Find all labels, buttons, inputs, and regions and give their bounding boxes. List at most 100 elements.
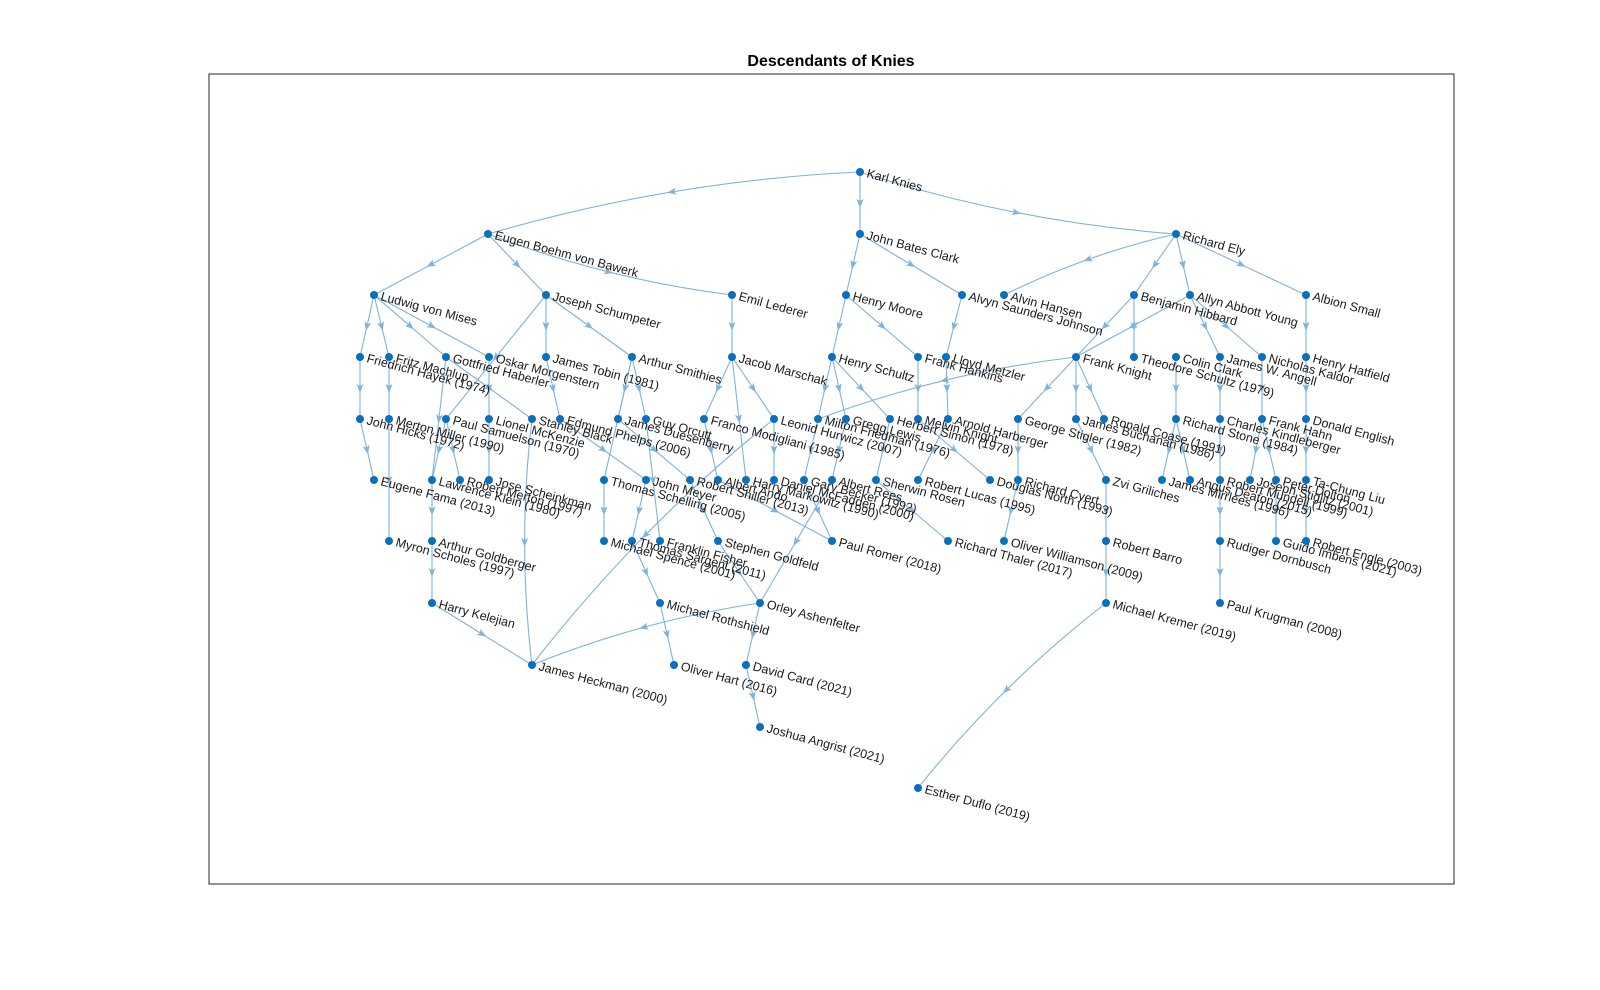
node-schumpeter[interactable] <box>542 291 550 299</box>
node-donald-english[interactable] <box>1302 415 1310 423</box>
node-kremer[interactable] <box>1102 599 1110 607</box>
node-goldberger[interactable] <box>428 537 436 545</box>
node-colin-clark[interactable] <box>1172 353 1180 361</box>
node-john-meyer[interactable] <box>642 476 650 484</box>
node-melvin-knight[interactable] <box>914 415 922 423</box>
node-merton-miller[interactable] <box>385 415 393 423</box>
node-thaler[interactable] <box>944 537 952 545</box>
node-lawrence-klein[interactable] <box>428 476 436 484</box>
node-angrist[interactable] <box>756 723 764 731</box>
node-robert-engle[interactable] <box>1302 537 1310 545</box>
node-tachung-liu[interactable] <box>1302 476 1310 484</box>
node-douglass-north[interactable] <box>986 476 994 484</box>
axes-frame <box>208 73 1455 885</box>
node-boehm-bawerk[interactable] <box>484 230 492 238</box>
node-markowitz[interactable] <box>742 476 750 484</box>
node-phelps[interactable] <box>556 415 564 423</box>
node-buchanan[interactable] <box>1072 415 1080 423</box>
node-samuelson[interactable] <box>442 415 450 423</box>
node-gregg-lewis[interactable] <box>842 415 850 423</box>
node-paul-romer[interactable] <box>828 537 836 545</box>
node-stanley-black[interactable] <box>528 415 536 423</box>
node-goldfeld[interactable] <box>714 537 722 545</box>
node-emil-lederer[interactable] <box>728 291 736 299</box>
node-mirrlees[interactable] <box>1158 476 1166 484</box>
node-richard-stone[interactable] <box>1172 415 1180 423</box>
edge-arrow-marschak-to-markowitz <box>735 414 743 424</box>
node-krugman[interactable] <box>1216 599 1224 607</box>
node-hurwicz[interactable] <box>770 415 778 423</box>
node-rothshield[interactable] <box>656 599 664 607</box>
node-richard-ely[interactable] <box>1172 230 1180 238</box>
node-jb-clark[interactable] <box>856 230 864 238</box>
node-sargent[interactable] <box>628 537 636 545</box>
node-mundell[interactable] <box>1216 476 1224 484</box>
node-mcfadden[interactable] <box>770 476 778 484</box>
node-dornbusch[interactable] <box>1216 537 1224 545</box>
node-albion-small[interactable] <box>1302 291 1310 299</box>
node-ludwig-mises[interactable] <box>370 291 378 299</box>
node-modigliani[interactable] <box>700 415 708 423</box>
node-marschak[interactable] <box>728 353 736 361</box>
node-robert-lucas[interactable] <box>914 476 922 484</box>
node-robert-merton[interactable] <box>456 476 464 484</box>
node-albert-rees[interactable] <box>828 476 836 484</box>
node-karl-knies[interactable] <box>856 168 864 176</box>
node-henry-moore[interactable] <box>842 291 850 299</box>
node-james-angell[interactable] <box>1216 353 1224 361</box>
node-gary-becker[interactable] <box>800 476 808 484</box>
node-herbert-simon[interactable] <box>886 415 894 423</box>
node-fama[interactable] <box>370 476 378 484</box>
node-duesenberry[interactable] <box>614 415 622 423</box>
node-ashenfelter[interactable] <box>756 599 764 607</box>
node-zvi-griliches[interactable] <box>1102 476 1110 484</box>
node-coase[interactable] <box>1100 415 1108 423</box>
node-alvyn-johnson[interactable] <box>958 291 966 299</box>
node-franklin-fisher[interactable] <box>656 537 664 545</box>
node-guido-imbens[interactable] <box>1272 537 1280 545</box>
node-harberger[interactable] <box>944 415 952 423</box>
node-haberler[interactable] <box>442 353 450 361</box>
node-frank-knight[interactable] <box>1072 353 1080 361</box>
node-michael-spence[interactable] <box>600 537 608 545</box>
node-stigler[interactable] <box>1014 415 1022 423</box>
node-john-hicks[interactable] <box>356 415 364 423</box>
node-shiller[interactable] <box>686 476 694 484</box>
node-henry-schultz[interactable] <box>828 353 836 361</box>
node-frank-hankins[interactable] <box>914 353 922 361</box>
node-stiglitz[interactable] <box>1246 476 1254 484</box>
node-guy-orcutt[interactable] <box>642 415 650 423</box>
node-scheinkman[interactable] <box>485 476 493 484</box>
node-smithies[interactable] <box>628 353 636 361</box>
node-theodore-schultz[interactable] <box>1130 353 1138 361</box>
node-oliver-hart[interactable] <box>670 661 678 669</box>
edge-arrow-richard-ely-to-benjamin-hibbard <box>1152 259 1161 269</box>
node-nicholas-kaldor[interactable] <box>1258 353 1266 361</box>
node-albert-ando[interactable] <box>714 476 722 484</box>
node-angus-deaton[interactable] <box>1186 476 1194 484</box>
node-kindleberger[interactable] <box>1216 415 1224 423</box>
node-heckman[interactable] <box>528 661 536 669</box>
node-thomas-schelling[interactable] <box>600 476 608 484</box>
node-frank-hahn[interactable] <box>1258 415 1266 423</box>
node-robert-barro[interactable] <box>1102 537 1110 545</box>
node-richard-cyert[interactable] <box>1014 476 1022 484</box>
node-mckenzie[interactable] <box>485 415 493 423</box>
node-tobin[interactable] <box>542 353 550 361</box>
node-duflo[interactable] <box>914 784 922 792</box>
node-david-card[interactable] <box>742 661 750 669</box>
node-hayek[interactable] <box>356 353 364 361</box>
node-morgenstern[interactable] <box>485 353 493 361</box>
node-benjamin-hibbard[interactable] <box>1130 291 1138 299</box>
node-peter-dolton[interactable] <box>1272 476 1280 484</box>
node-machlup[interactable] <box>385 353 393 361</box>
node-williamson[interactable] <box>1000 537 1008 545</box>
node-alvin-hansen[interactable] <box>1000 291 1008 299</box>
node-friedman[interactable] <box>814 415 822 423</box>
node-allyn-young[interactable] <box>1186 291 1194 299</box>
node-lloyd-metzler[interactable] <box>942 353 950 361</box>
node-sherwin-rosen[interactable] <box>872 476 880 484</box>
node-henry-hatfield[interactable] <box>1302 353 1310 361</box>
node-kelejian[interactable] <box>428 599 436 607</box>
node-myron-scholes[interactable] <box>385 537 393 545</box>
